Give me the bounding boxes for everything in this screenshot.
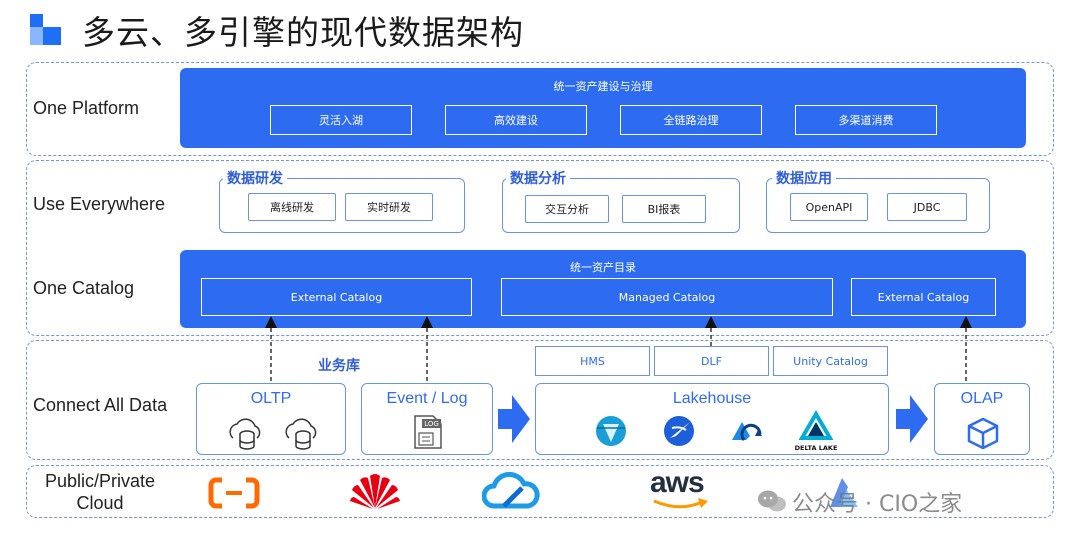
platform-item[interactable]: 高效建设 [445, 105, 587, 135]
lakehouse-box[interactable]: Lakehouse DELTA LAKE [535, 383, 889, 455]
platform-item[interactable]: 全链路治理 [620, 105, 762, 135]
external-catalog-left[interactable]: External Catalog [201, 278, 472, 316]
external-catalog-right[interactable]: External Catalog [851, 278, 996, 316]
business-db-label: 业务库 [318, 358, 360, 374]
platform-item[interactable]: 灵活入湖 [270, 105, 412, 135]
huawei-logo [350, 474, 400, 509]
right-arrow-icon [498, 395, 530, 443]
openapi-button[interactable]: OpenAPI [790, 193, 868, 221]
row-label-cloud: Public/Private Cloud [44, 471, 156, 513]
catalog-box: 统一资产目录 External Catalog Managed Catalog … [180, 250, 1026, 328]
olap-label: OLAP [960, 390, 1004, 407]
delta-lake-text: DELTA LAKE [795, 444, 838, 452]
managed-catalog[interactable]: Managed Catalog [501, 278, 833, 316]
row-label-platform: One Platform [33, 98, 140, 118]
azure-logo [830, 478, 858, 507]
platform-item[interactable]: 多渠道消费 [795, 105, 937, 135]
catalog-header: 统一资产目录 [570, 261, 636, 274]
oltp-box[interactable]: OLTP [196, 383, 346, 455]
aws-logo: aws [648, 466, 712, 514]
lakehouse-label: Lakehouse [672, 390, 752, 407]
event-log-box[interactable]: Event / Log LOG [361, 383, 493, 455]
jdbc-button[interactable]: JDBC [887, 193, 967, 221]
oltp-label: OLTP [250, 390, 292, 407]
cube-icon [967, 417, 999, 450]
event-log-label: Event / Log [386, 390, 468, 407]
platform-box: 统一资产建设与治理 灵活入湖 高效建设 全链路治理 多渠道消费 [180, 68, 1026, 148]
page-title: 多云、多引擎的现代数据架构 [82, 13, 524, 52]
aws-text: aws [650, 466, 705, 499]
watermark-text: 公众号 · CIO之家 [792, 492, 963, 517]
row-label-everywhere: Use Everywhere [33, 194, 166, 214]
band-everywhere-catalog [26, 160, 1054, 336]
paimon-icon [732, 422, 762, 441]
realtime-dev-button[interactable]: 实时研发 [345, 193, 433, 221]
iceberg-icon [596, 416, 626, 446]
interactive-analysis-button[interactable]: 交互分析 [525, 195, 609, 223]
offline-dev-button[interactable]: 离线研发 [248, 193, 336, 221]
title-logo-square [30, 14, 43, 27]
bi-report-button[interactable]: BI报表 [622, 195, 706, 223]
group-title: 数据研发 [223, 168, 287, 188]
row-label-connect: Connect All Data [33, 395, 168, 415]
band-connect [26, 340, 1054, 460]
wechat-icon [758, 490, 786, 512]
title-logo-square [30, 27, 43, 45]
platform-header: 统一资产建设与治理 [553, 80, 653, 93]
band-cloud [26, 465, 1054, 518]
olap-box[interactable]: OLAP [934, 383, 1030, 455]
aws-smile-icon [653, 498, 708, 509]
band-platform [26, 62, 1054, 156]
group-title: 数据分析 [506, 168, 570, 188]
delta-lake-icon: DELTA LAKE [795, 410, 838, 452]
title-logo-square [43, 27, 61, 45]
log-tag: LOG [424, 420, 439, 428]
database-cloud-icon [229, 418, 317, 450]
group-title: 数据应用 [772, 168, 836, 188]
tencent-cloud-logo [482, 472, 540, 509]
hms-label[interactable]: HMS [535, 346, 650, 376]
right-arrow-icon [896, 395, 928, 443]
aliyun-logo [208, 477, 260, 509]
unity-catalog-label[interactable]: Unity Catalog [773, 346, 888, 376]
row-label-catalog: One Catalog [33, 278, 135, 298]
log-file-icon: LOG [414, 415, 442, 449]
dlf-label[interactable]: DLF [654, 346, 769, 376]
hudi-icon [664, 416, 694, 446]
